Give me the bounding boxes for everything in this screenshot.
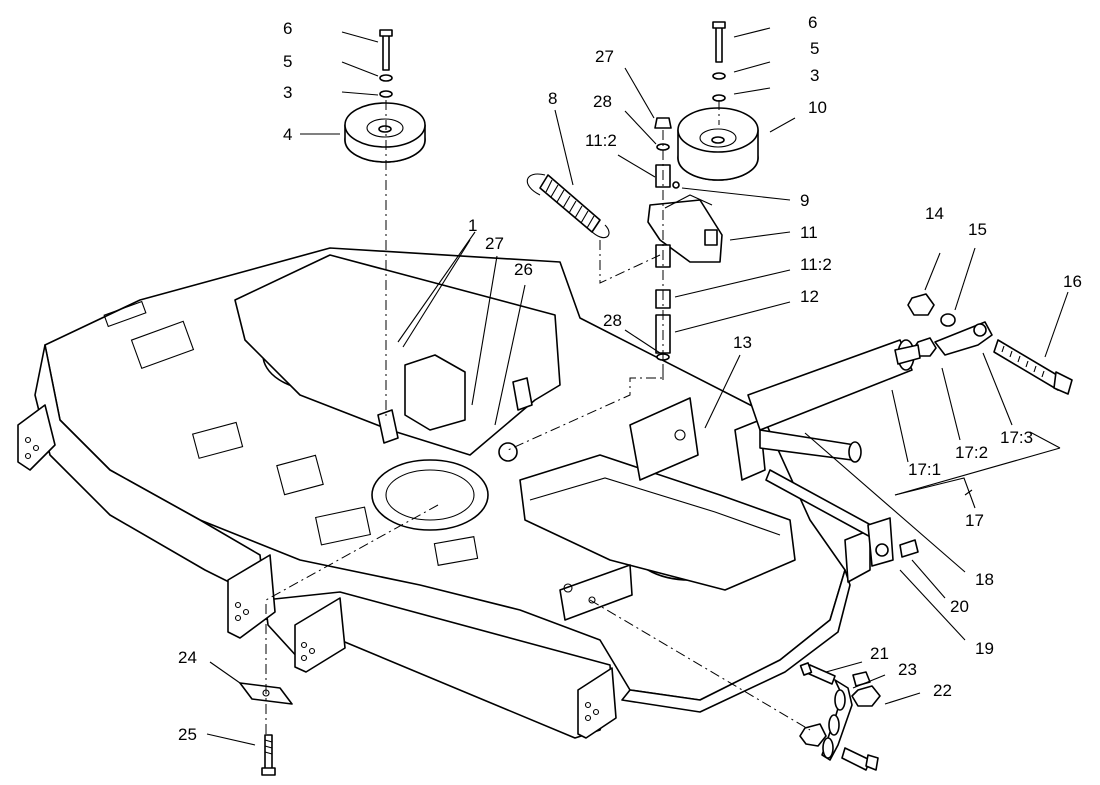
callout-11: 11 — [800, 223, 818, 242]
pivot-bracket — [404, 354, 466, 431]
callout-23: 23 — [898, 660, 917, 679]
washer-5-left — [379, 74, 393, 82]
deck-center-channel — [234, 254, 561, 456]
callout-27-top: 27 — [595, 47, 614, 66]
deck-decal-6 — [103, 300, 147, 328]
deck-decal-2 — [191, 421, 244, 459]
rear-lift-bracket — [734, 419, 766, 481]
deck-rear-skirt — [621, 569, 851, 713]
assembly-center-lines — [265, 100, 811, 735]
right-pulley-assembly — [677, 21, 759, 181]
callout-1: 1 — [468, 216, 477, 235]
callout-26: 26 — [514, 260, 533, 279]
deck-decal-4 — [314, 506, 372, 546]
leader-lines — [206, 27, 1069, 746]
callout-13: 13 — [733, 333, 752, 352]
center-spindle-opening — [371, 459, 489, 531]
caster-bracket-left — [227, 554, 276, 639]
idler-arm-11 — [647, 199, 723, 263]
deck-decal-1 — [130, 320, 195, 370]
left-pulley-assembly — [344, 29, 426, 163]
pin-9 — [672, 181, 680, 189]
bolt-6-left — [382, 32, 390, 71]
callout-5-right: 5 — [810, 39, 819, 58]
bolt-20 — [899, 539, 919, 558]
extension-spring-8 — [526, 173, 610, 239]
caster-bracket-center — [294, 597, 346, 673]
callout-8: 8 — [548, 89, 557, 108]
callout-5-left: 5 — [283, 52, 292, 71]
callout-18: 18 — [975, 570, 994, 589]
callout-15: 15 — [968, 220, 987, 239]
callout-17-1: 17:1 — [908, 460, 941, 479]
callout-labels: 6 5 3 4 6 5 3 10 27 28 11:2 8 9 11 11:2 … — [178, 13, 1082, 744]
right-boss — [512, 377, 533, 411]
callout-17-3: 17:3 — [1000, 428, 1033, 447]
callout-6-left: 6 — [283, 19, 292, 38]
bottom-bolt — [841, 747, 871, 771]
callout-14: 14 — [925, 204, 944, 223]
callout-10: 10 — [808, 98, 827, 117]
callout-22: 22 — [933, 681, 952, 700]
callout-21: 21 — [870, 644, 889, 663]
callout-19: 19 — [975, 639, 994, 658]
callout-12: 12 — [800, 287, 819, 306]
right-end-plate — [844, 529, 871, 583]
rear-mount-plate — [559, 564, 633, 621]
callout-3-right: 3 — [810, 66, 819, 85]
pivot-tube-18 — [747, 339, 913, 431]
deck-decal-3 — [276, 454, 324, 496]
washer-15 — [940, 313, 956, 327]
nut-22 — [851, 685, 881, 707]
rear-side-plate — [629, 397, 699, 481]
callout-28-top: 28 — [593, 92, 612, 111]
tube-17-1 — [894, 344, 921, 365]
callout-11-2-bottom: 11:2 — [800, 255, 832, 274]
deck-decal-5 — [433, 536, 479, 566]
rod-end-assembly-17 — [894, 293, 1073, 395]
callout-28-bottom: 28 — [603, 311, 622, 330]
spring-anchor-point — [498, 442, 518, 462]
bolt-16 — [993, 339, 1063, 391]
callout-9: 9 — [800, 191, 809, 210]
bolt-6-right — [715, 24, 723, 63]
nut-27-top — [654, 117, 672, 129]
spacer-3-left — [379, 90, 393, 98]
bolt-21 — [806, 664, 836, 685]
callout-11-2-top: 11:2 — [585, 131, 617, 150]
callout-6-right: 6 — [808, 13, 817, 32]
callout-20: 20 — [950, 597, 969, 616]
callout-17: 17 — [965, 511, 984, 530]
washer-5-right — [712, 72, 726, 80]
callout-17-2: 17:2 — [955, 443, 988, 462]
callout-16: 16 — [1063, 272, 1082, 291]
chain-assembly — [799, 662, 881, 771]
callout-4: 4 — [283, 125, 292, 144]
lift-bracket-19 — [867, 517, 894, 567]
callout-3-left: 3 — [283, 83, 292, 102]
callout-24: 24 — [178, 648, 197, 667]
mower-deck — [17, 247, 871, 739]
callout-27-mid: 27 — [485, 234, 504, 253]
callout-25: 25 — [178, 725, 197, 744]
nut-14 — [907, 293, 935, 316]
idler-boss — [377, 409, 399, 444]
